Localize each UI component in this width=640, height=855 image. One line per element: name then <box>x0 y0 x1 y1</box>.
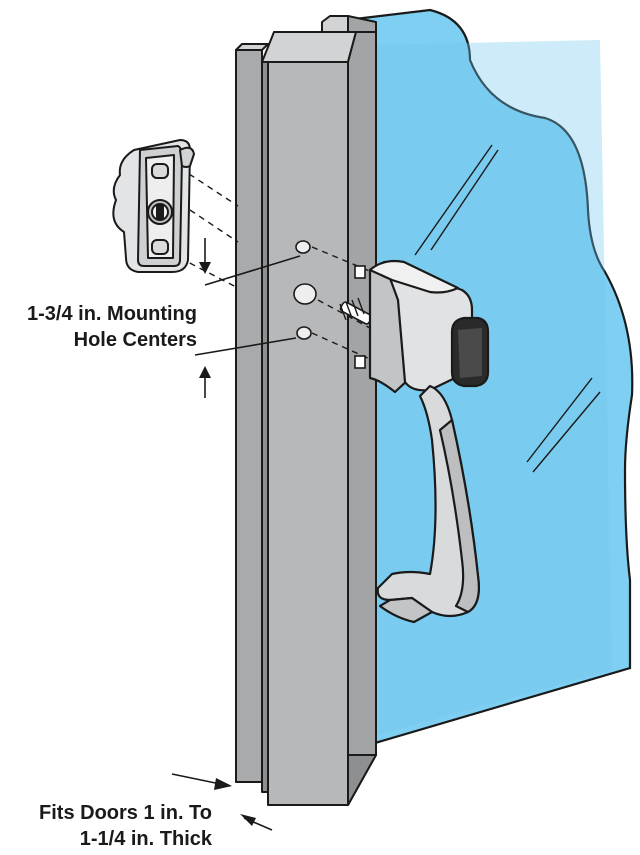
mounting-hole-callout: 1-3/4 in. Mounting Hole Centers <box>27 301 197 353</box>
handle-icon <box>368 259 490 624</box>
hole-center-dimension <box>194 238 301 398</box>
door-frame <box>235 15 377 806</box>
door-thickness-callout: Fits Doors 1 in. To 1-1/4 in. Thick <box>39 800 212 852</box>
thickness-callout-line1: Fits Doors 1 in. To <box>39 802 212 824</box>
mounting-holes <box>293 240 317 340</box>
mounting-callout-line1: 1-3/4 in. Mounting <box>27 303 197 325</box>
door-thickness-dimension <box>171 773 273 831</box>
keyed-cylinder-icon <box>112 139 195 273</box>
mounting-callout-line2: Hole Centers <box>73 329 197 351</box>
mounting-screw-icon <box>339 265 373 369</box>
thickness-callout-line2: 1-1/4 in. Thick <box>79 828 212 850</box>
